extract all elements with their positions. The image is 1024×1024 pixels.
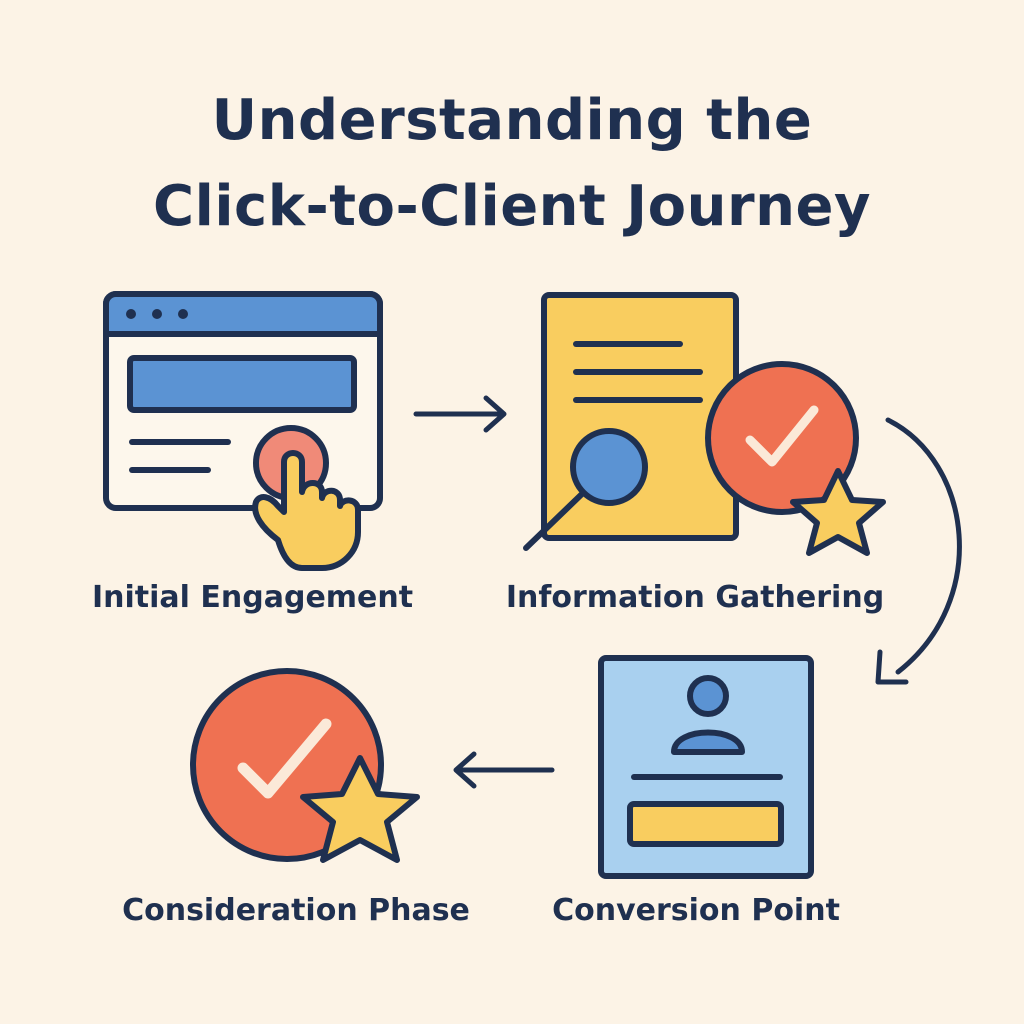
pointer-hand-icon [252, 450, 361, 571]
title-line-2: Click-to-Client Journey [153, 174, 871, 239]
arrow-right-icon [413, 395, 507, 433]
arrow-left-icon [453, 751, 555, 789]
checkmark-star-icon [190, 668, 420, 863]
step-label-initial-engagement: Initial Engagement [92, 580, 414, 615]
step-label-consideration-phase: Consideration Phase [122, 893, 470, 928]
step-label-information-gathering: Information Gathering [505, 580, 885, 615]
diagram-title: Understanding the Click-to-Client Journe… [0, 78, 1024, 250]
step-label-conversion-point: Conversion Point [552, 893, 840, 928]
title-line-1: Understanding the [211, 88, 813, 153]
curved-arrow-icon [875, 417, 962, 685]
checkmark-star-badge-icon [705, 361, 886, 556]
user-profile-form-icon [598, 655, 814, 879]
document-search-icon [523, 292, 739, 551]
browser-click-icon [103, 291, 383, 571]
